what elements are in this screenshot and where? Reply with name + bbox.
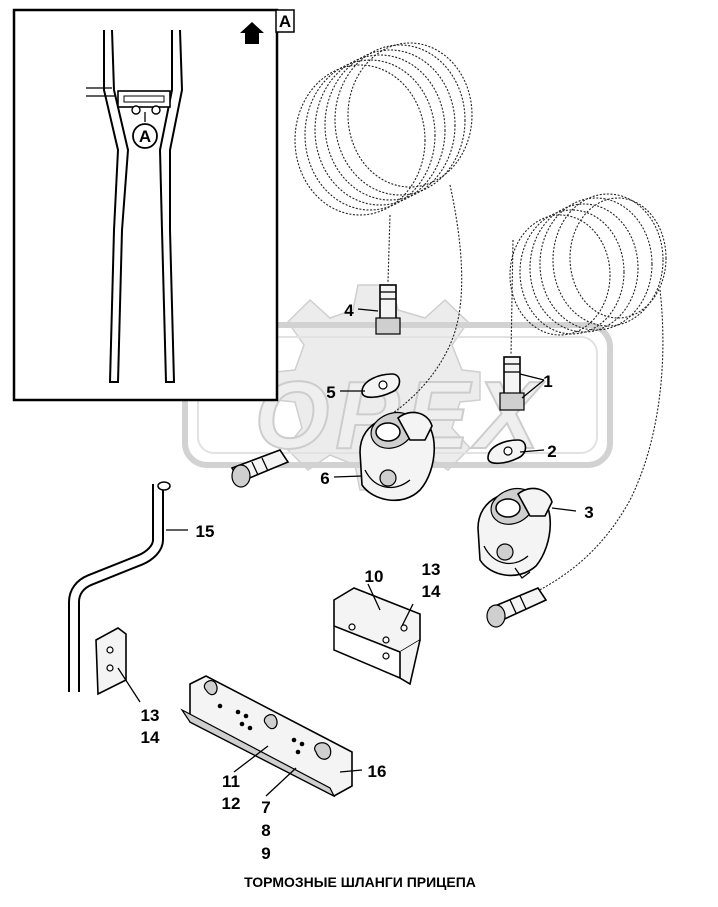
callout-13-upper: 13 (422, 560, 441, 579)
pipe-part-15 (68, 481, 171, 696)
callout-9: 9 (261, 844, 270, 863)
up-arrow-icon (240, 22, 264, 44)
bracket-part-10 (333, 587, 421, 686)
callout-3: 3 (584, 503, 593, 522)
coupling-head-symbol (151, 105, 161, 115)
inset-view-a: A A (12, 8, 295, 402)
inset-corner-box (275, 9, 295, 33)
callout-circle-letter: A (139, 127, 151, 146)
coupling-head-symbol (131, 105, 141, 115)
coiled-hose-upper (294, 42, 473, 416)
callout-14-upper: 14 (422, 582, 441, 601)
callout-4: 4 (344, 301, 354, 320)
gasket-part-2 (487, 439, 527, 465)
callout-10: 10 (365, 567, 384, 586)
callout-16: 16 (368, 762, 387, 781)
callout-2: 2 (547, 442, 556, 461)
gasket-part-5 (361, 373, 401, 399)
coupling-bracket-slot (123, 95, 165, 103)
callout-5: 5 (326, 383, 335, 402)
coiled-hose-lower (509, 193, 667, 596)
callout-12: 12 (222, 794, 241, 813)
diagram-caption: ТОРМОЗНЫЕ ШЛАНГИ ПРИЦЕПА (244, 874, 476, 890)
callout-14-lower: 14 (141, 728, 160, 747)
callout-8: 8 (261, 821, 270, 840)
callout-1: 1 (543, 372, 552, 391)
callout-labels: 4 1 5 2 3 6 10 13 14 15 13 14 11 12 16 7… (141, 301, 594, 863)
inset-corner-label: A (279, 12, 291, 31)
leader-lines (117, 308, 577, 797)
plate-part-16 (180, 675, 353, 798)
callout-7: 7 (261, 798, 270, 817)
coupling-head-part-6 (359, 411, 436, 502)
coupling-head-part-3 (477, 487, 553, 579)
frame-rail-left (103, 29, 130, 383)
frame-rail-right (158, 29, 184, 383)
callout-11: 11 (222, 772, 240, 791)
callout-13-lower: 13 (141, 706, 160, 725)
elbow-fitting-lower (486, 587, 548, 628)
callout-6: 6 (320, 469, 329, 488)
fitting-part-1 (499, 356, 525, 411)
callout-circle (132, 123, 158, 149)
elbow-fitting-left (230, 449, 290, 488)
callout-15: 15 (196, 522, 215, 541)
fitting-part-4 (375, 284, 401, 335)
inset-frame (12, 8, 279, 402)
